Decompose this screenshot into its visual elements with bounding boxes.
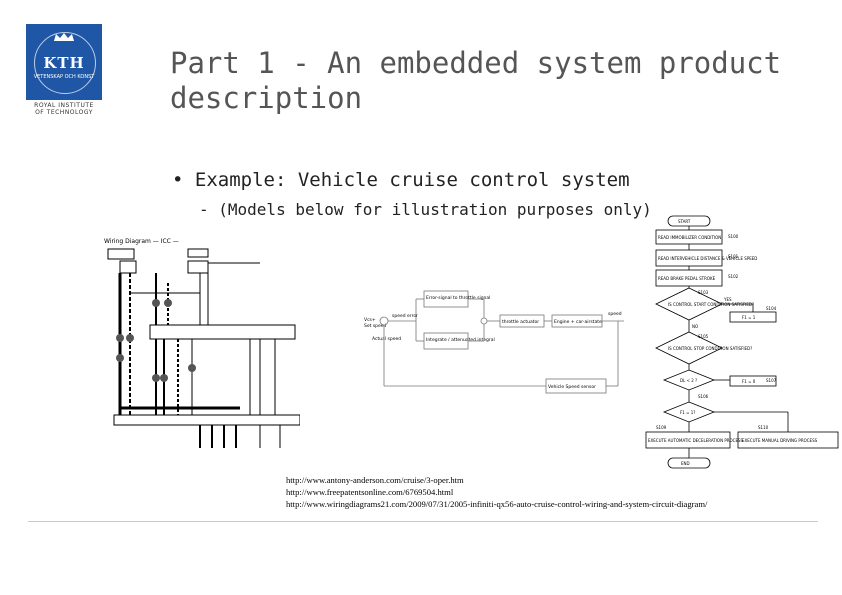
output-label: speed: [608, 311, 622, 317]
logo-caption-line1: ROYAL INSTITUTE: [34, 102, 94, 109]
step-s110: S110: [758, 425, 769, 430]
step-s104: S104: [766, 306, 777, 311]
step-s105: S105: [698, 334, 709, 339]
logo-text: KTH: [43, 54, 85, 72]
block-integral: Integrate / attenuated integral: [426, 337, 495, 343]
kth-logo: KTH VETENSKAP OCH KONST ROYAL INSTITUTE …: [26, 24, 102, 116]
logo-ring: [34, 32, 96, 94]
logo-caption: ROYAL INSTITUTE OF TECHNOLOGY: [26, 102, 102, 116]
decision-dl: DL < 2 ?: [680, 378, 697, 383]
cruise-flowchart: START S100 S101 S102 S103 S104 S105 S107…: [645, 215, 839, 469]
bullet-example: • Example: Vehicle cruise control system: [172, 169, 630, 191]
yes-label: YES: [723, 297, 732, 302]
logo-subtitle: VETENSKAP OCH KONST: [33, 74, 95, 80]
step-s109: S109: [656, 425, 667, 430]
cruise-block-diagram: Vcs+ Set speed speed error Actual speed …: [364, 290, 624, 394]
block-proportional: Error-signal to throttle signal: [426, 295, 490, 301]
input-label: Vcs+: [364, 317, 376, 323]
decision-stop: IS CONTROL STOP CONDITION SATISFIED?: [668, 346, 752, 351]
reference-link[interactable]: http://www.antony-anderson.com/cruise/3-…: [286, 475, 464, 485]
flow-end: END: [681, 461, 690, 466]
exec-automatic: EXECUTE AUTOMATIC DECELERATION PROCESS: [648, 438, 744, 443]
reference-list: http://www.antony-anderson.com/cruise/3-…: [286, 474, 707, 510]
reference-link[interactable]: http://www.wiringdiagrams21.com/2009/07/…: [286, 499, 708, 509]
block-actuator: throttle actuator: [502, 319, 539, 325]
decision-flag: F1 = 1?: [680, 410, 695, 415]
step-s107: S107: [766, 378, 777, 383]
flow-start: START: [678, 219, 691, 224]
reference-link[interactable]: http://www.freepatentsonline.com/6769504…: [286, 487, 454, 497]
slide-title: Part 1 - An embedded system product desc…: [170, 46, 782, 115]
footer-divider: [28, 521, 818, 522]
wiring-diagram: Wiring Diagram — ICC —: [104, 238, 300, 448]
feedback-label: Vehicle Speed sensor: [548, 384, 596, 390]
wiring-header: Wiring Diagram — ICC —: [104, 238, 179, 245]
box-immobilizer: READ IMMOBILIZER CONDITION: [658, 235, 721, 240]
no-label: NO: [692, 324, 698, 329]
logo-caption-line2: OF TECHNOLOGY: [35, 109, 93, 116]
block-engine: Engine + car-airstate: [554, 319, 602, 325]
step-s100: S100: [728, 234, 739, 239]
step-s106: S106: [698, 394, 709, 399]
set-flag-0: F1 = 0: [742, 379, 756, 384]
step-s101: S101: [728, 254, 739, 259]
box-brake: READ BRAKE PEDAL STROKE: [658, 276, 716, 281]
decision-start: IS CONTROL START CONDITION SATISFIED?: [668, 302, 754, 307]
error-label: speed error: [392, 313, 418, 319]
crown-icon: [54, 33, 74, 41]
set-flag-1: F1 = 1: [742, 315, 756, 320]
kth-logo-mark: KTH VETENSKAP OCH KONST: [26, 24, 102, 100]
sub-bullet-note: - (Models below for illustration purpose…: [199, 200, 652, 219]
box-distance: READ INTERVEHICLE DISTANCE & VEHICLE SPE…: [658, 256, 757, 261]
set-speed-label: Set speed: [364, 323, 387, 329]
actual-speed-label: Actual speed: [372, 336, 401, 342]
exec-manual: EXECUTE MANUAL DRIVING PROCESS: [742, 438, 818, 443]
step-s103: S103: [698, 290, 709, 295]
step-s102: S102: [728, 274, 739, 279]
